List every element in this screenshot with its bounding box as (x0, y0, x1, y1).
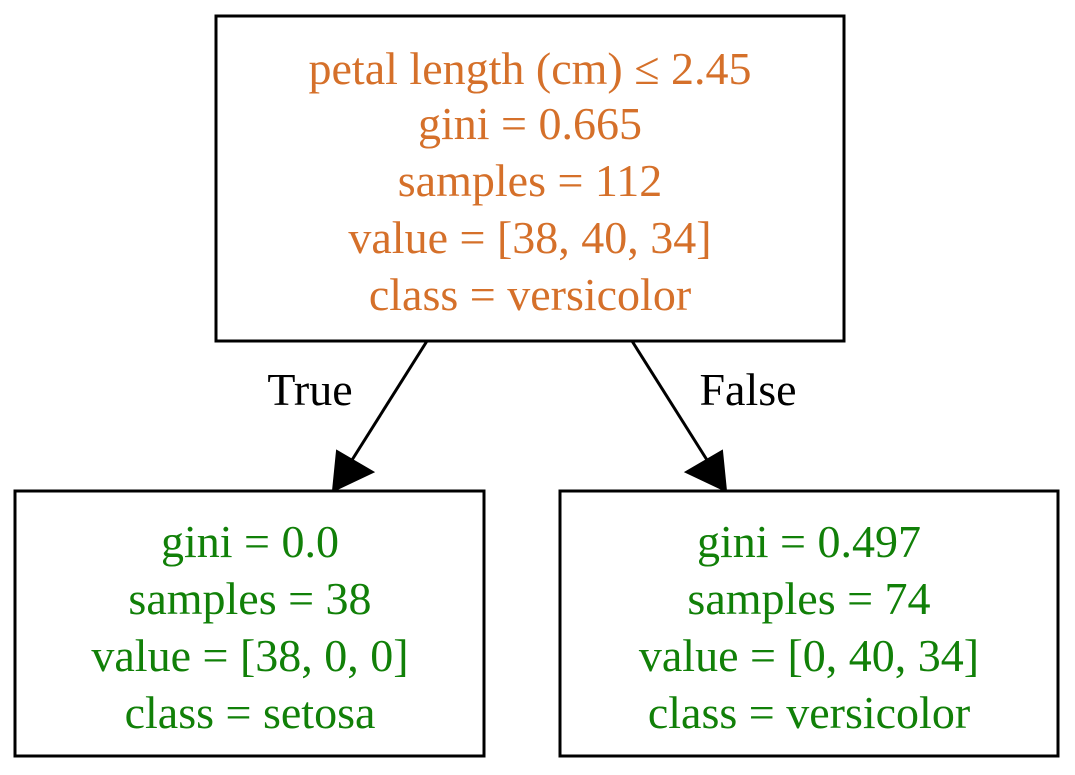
left-leaf-node: gini = 0.0 samples = 38 value = [38, 0, … (13, 489, 486, 758)
left-class: class = setosa (125, 687, 376, 738)
root-class: class = versicolor (369, 269, 691, 320)
root-gini: gini = 0.665 (418, 98, 642, 149)
left-value: value = [38, 0, 0] (91, 630, 408, 681)
edge-true-arrowhead (331, 449, 376, 493)
edge-true (350, 340, 429, 461)
right-gini: gini = 0.497 (697, 516, 921, 567)
root-node-box (214, 14, 846, 343)
root-samples: samples = 112 (398, 155, 662, 206)
right-value: value = [0, 40, 34] (639, 630, 979, 681)
edge-false-arrowhead (683, 449, 728, 493)
left-leaf-box (13, 489, 486, 758)
root-split-condition: petal length (cm) ≤ 2.45 (309, 43, 752, 94)
right-samples: samples = 74 (687, 573, 930, 624)
edges: True False (267, 340, 797, 493)
root-value: value = [38, 40, 34] (348, 212, 711, 263)
right-leaf-node: gini = 0.497 samples = 74 value = [0, 40… (558, 489, 1060, 758)
left-gini: gini = 0.0 (161, 516, 339, 567)
right-class: class = versicolor (648, 687, 970, 738)
right-leaf-box (558, 489, 1060, 758)
edge-false (630, 340, 709, 461)
left-samples: samples = 38 (128, 573, 371, 624)
root-node: petal length (cm) ≤ 2.45 gini = 0.665 sa… (214, 14, 846, 343)
edge-label-true: True (267, 364, 352, 415)
edge-label-false: False (699, 364, 796, 415)
